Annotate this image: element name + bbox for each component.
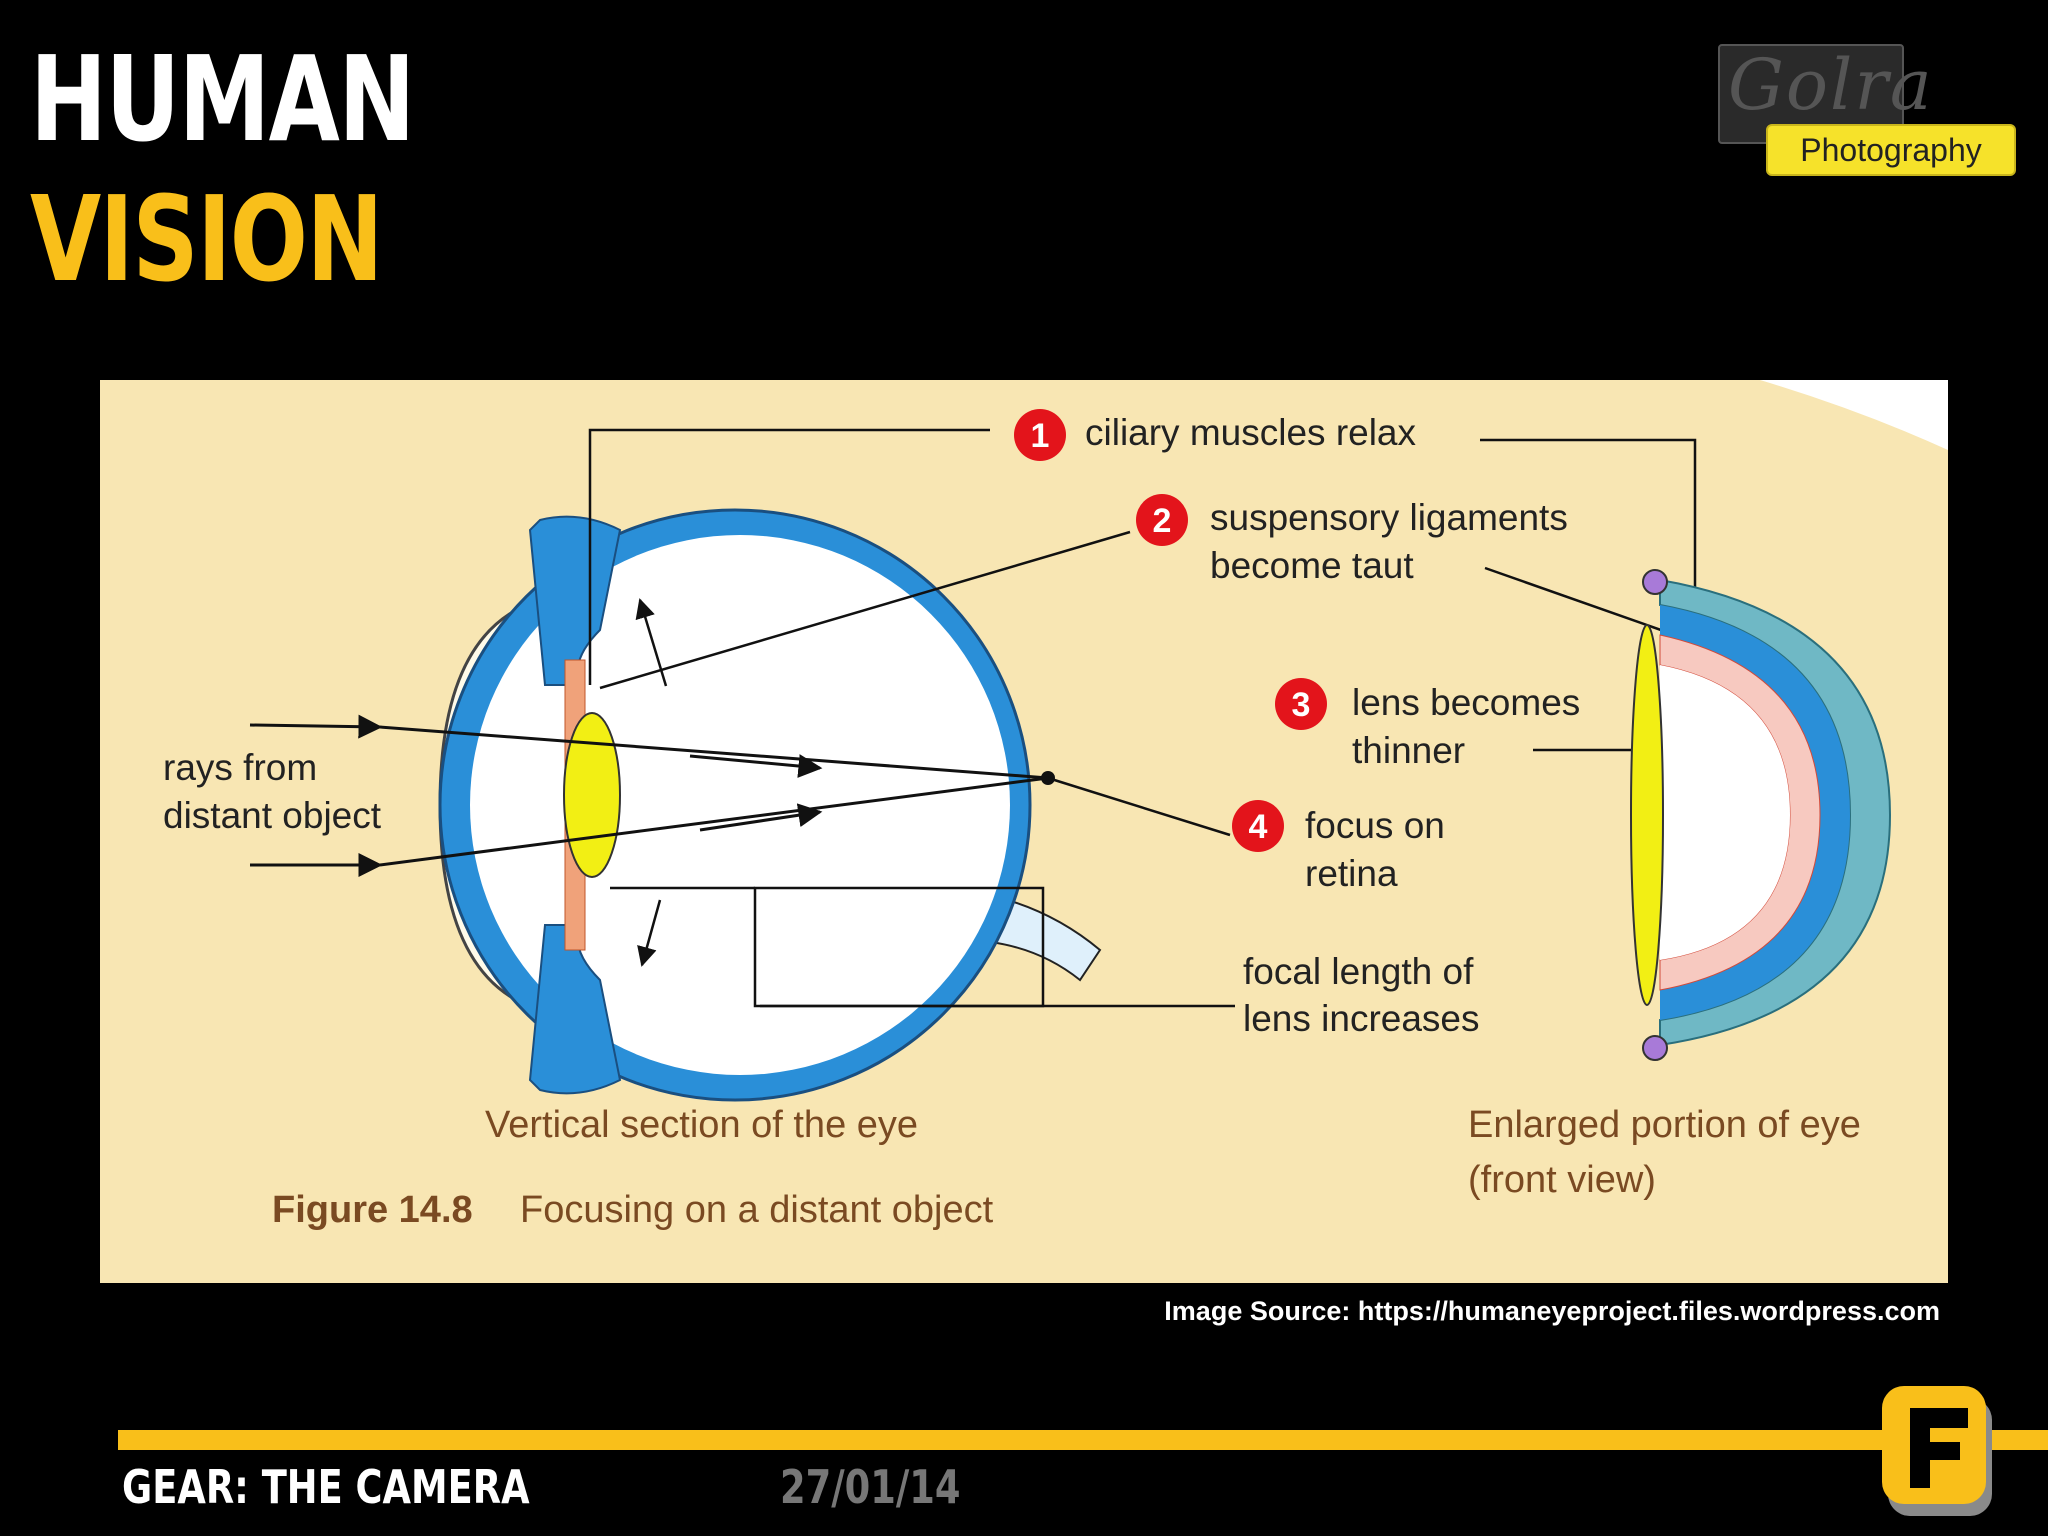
ray-top-arrow	[689, 754, 823, 778]
vitreous-humor	[470, 535, 1010, 1075]
label-focus-2: retina	[1305, 853, 1398, 894]
footer-section-title: GEAR: THE CAMERA	[122, 1460, 530, 1514]
caption-enlarged-2: (front view)	[1468, 1159, 1656, 1201]
brand-logo-letter	[1910, 1408, 1968, 1488]
leader-lines	[588, 428, 1697, 1008]
footer-date: 27/01/14	[780, 1460, 961, 1514]
eye-vertical-section	[249, 508, 1102, 1102]
enlarged-lens	[1630, 624, 1664, 1006]
figure-number: Figure 14.8	[272, 1189, 473, 1231]
title-line-vision: VISION	[30, 170, 383, 308]
badge-2-text: 2	[1153, 502, 1172, 540]
label-focus-1: focus on	[1305, 805, 1445, 846]
enlarged-vitreous	[1660, 665, 1790, 960]
leader-focus	[1047, 776, 1231, 837]
badge-1-circle	[1014, 409, 1066, 461]
label-rays-1: rays from	[163, 747, 317, 788]
badge-4-circle	[1232, 800, 1284, 852]
brand-logo-icon	[1882, 1386, 1992, 1516]
image-source-credit: Image Source: https://humaneyeproject.fi…	[1164, 1296, 1940, 1326]
enlarged-ciliary-top	[1642, 569, 1668, 595]
badge-2-circle	[1136, 494, 1188, 546]
badge-2: 2	[1136, 494, 1188, 546]
badge-4: 4	[1232, 800, 1284, 852]
label-ciliary: ciliary muscles relax	[1085, 412, 1417, 453]
logo-tag: Photography	[1766, 124, 2016, 176]
label-suspensory-2: become taut	[1210, 545, 1414, 586]
eye-enlarged-front-view	[1630, 569, 1892, 1061]
footer-accent-bar	[118, 1430, 2048, 1450]
badge-4-text: 4	[1249, 808, 1268, 846]
eye-lens	[563, 712, 621, 878]
refracted-ray-bottom	[379, 776, 1049, 867]
enlarged-sclera-inner	[1660, 605, 1850, 1020]
leader-ciliary-right	[1480, 438, 1697, 590]
caption-vertical-section: Vertical section of the eye	[485, 1104, 918, 1146]
badge-1: 1	[1014, 409, 1066, 461]
label-focal-1: focal length of	[1243, 951, 1474, 992]
enlarged-ciliary-bottom	[1642, 1035, 1668, 1061]
badge-3: 3	[1275, 678, 1327, 730]
title-line-human: HUMAN	[30, 30, 415, 168]
ray-bottom-arrow	[699, 803, 823, 832]
label-lens-2: thinner	[1352, 730, 1465, 771]
incoming-ray-top	[249, 714, 383, 739]
caption-enlarged-1: Enlarged portion of eye	[1468, 1104, 1861, 1146]
logo-script-text: Golra	[1728, 44, 1934, 126]
movement-arrow-up	[635, 598, 668, 687]
badge-3-circle	[1275, 678, 1327, 730]
refracted-ray-top	[379, 725, 1049, 780]
leader-suspensory	[599, 530, 1131, 690]
label-suspensory-1: suspensory ligaments	[1210, 497, 1568, 538]
figure-corner-highlight	[1760, 380, 1948, 450]
label-rays-2: distant object	[163, 795, 382, 836]
eye-focusing-figure: 1 2 3 4 ciliary muscles relax suspensory…	[100, 380, 1948, 1283]
leader-ciliary-left	[588, 428, 990, 685]
badge-1-text: 1	[1031, 417, 1050, 455]
label-lens-1: lens becomes	[1352, 682, 1580, 723]
badge-3-text: 3	[1292, 686, 1311, 724]
movement-arrow-down	[637, 899, 662, 967]
label-focal-2: lens increases	[1243, 998, 1480, 1039]
figure-caption: Focusing on a distant object	[520, 1189, 994, 1231]
